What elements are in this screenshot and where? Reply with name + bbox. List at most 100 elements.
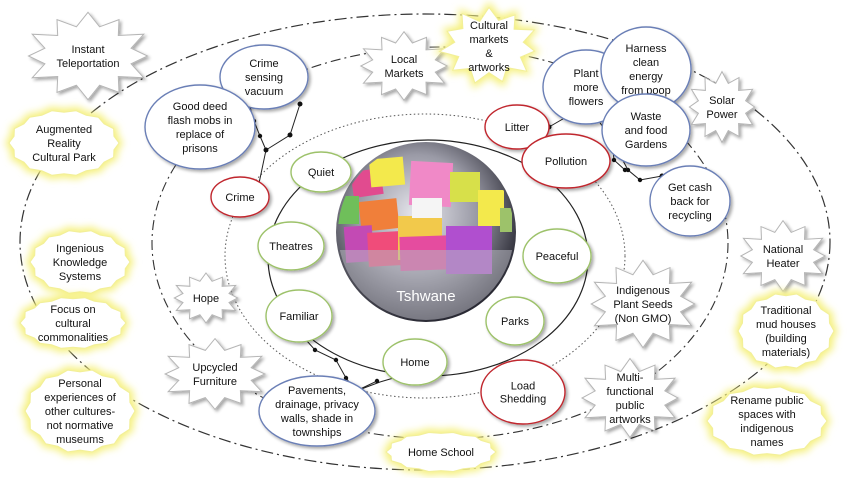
node-label-line: replace of <box>176 129 225 141</box>
node-label-line: Good deed <box>173 101 227 113</box>
node-outline <box>173 272 239 324</box>
node-outline <box>385 431 497 473</box>
node-label-line: experiences of <box>44 392 116 404</box>
node-label-line: Ingenious <box>56 243 104 255</box>
node-label-line: Gardens <box>625 139 668 151</box>
node-outline <box>737 293 835 369</box>
node-label-line: and food <box>625 125 668 137</box>
node-label-line: Peaceful <box>536 251 579 263</box>
node-label-line: Traditional <box>761 305 812 317</box>
node-label-line: Quiet <box>308 167 334 179</box>
node-label-line: flowers <box>569 96 604 108</box>
node-pollution: Pollution <box>521 133 611 189</box>
node-label-line: markets <box>469 34 509 46</box>
node-label-line: Heater <box>766 258 799 270</box>
node-outline <box>219 44 309 110</box>
node-label-line: Indigenous <box>616 285 670 297</box>
node-label-line: Plant Seeds <box>613 299 673 311</box>
node-outline <box>590 259 696 349</box>
node-label-line: from poop <box>621 85 671 97</box>
node-label-line: energy <box>629 71 663 83</box>
node-label-line: indigenous <box>740 423 794 435</box>
node-label-line: Personal <box>58 378 101 390</box>
node-label-line: not normative <box>47 420 114 432</box>
node-label-line: Local <box>391 54 417 66</box>
node-home-school: Home School <box>382 428 500 476</box>
node-outline <box>706 386 828 456</box>
node-flash-mobs: Good deed flash mobs in replace of prisons <box>144 84 256 170</box>
node-pavements: Pavements, drainage, privacy walls, shade … <box>258 375 376 447</box>
node-label-line: Home <box>400 357 429 369</box>
node-label-line: Cultural Park <box>32 152 96 164</box>
node-outline <box>290 151 352 193</box>
node-label-line: Hope <box>193 293 219 305</box>
node-label-line: Systems <box>59 271 102 283</box>
connector-pavements-home <box>355 376 398 392</box>
node-label-line: back for <box>670 196 709 208</box>
node-label-line: names <box>750 437 784 449</box>
node-label-line: recycling <box>668 210 711 222</box>
node-label-line: Pollution <box>545 156 587 168</box>
node-theatres: Theatres <box>257 221 325 271</box>
node-label-line: prisons <box>182 143 218 155</box>
node-label-line: Familiar <box>279 311 318 323</box>
node-label-line: Upcycled <box>192 362 237 374</box>
node-outline <box>265 289 333 343</box>
node-label-line: drainage, privacy <box>275 399 359 411</box>
node-outline <box>144 84 256 170</box>
node-outline <box>485 296 545 346</box>
node-label-line: clean <box>633 57 659 69</box>
tshwane-globe: Tshwane <box>336 142 516 322</box>
node-label-line: Teleportation <box>57 58 120 70</box>
node-outline <box>382 338 448 386</box>
node-label-line: Multi- <box>617 372 644 384</box>
node-label-line: sensing <box>245 72 283 84</box>
node-label-line: Crime <box>225 192 254 204</box>
node-label-line: Parks <box>501 316 530 328</box>
node-outline <box>257 221 325 271</box>
node-label-line: Solar <box>709 95 735 107</box>
node-label-line: Shedding <box>500 393 547 405</box>
node-label-line: artworks <box>468 62 510 74</box>
node-label-line: spaces with <box>738 409 795 421</box>
node-label-line: Load <box>511 380 535 392</box>
node-outline <box>19 297 127 349</box>
node-litter: Litter <box>484 104 550 150</box>
node-label-line: artworks <box>609 414 651 426</box>
node-quiet: Quiet <box>290 151 352 193</box>
node-outline <box>521 133 611 189</box>
node-outline <box>438 6 536 84</box>
node-outline <box>688 70 756 144</box>
node-outline <box>739 219 827 293</box>
node-crime: Crime <box>210 176 270 218</box>
node-label-line: cultural <box>55 318 90 330</box>
node-label-line: Focus on <box>50 304 95 316</box>
node-outline <box>480 359 566 425</box>
node-label-line: Pavements, <box>288 385 346 397</box>
node-label-line: flash mobs in <box>168 115 233 127</box>
node-label-line: more <box>573 82 598 94</box>
node-peaceful: Peaceful <box>522 228 592 284</box>
node-label-line: public <box>616 400 645 412</box>
node-outline <box>27 11 149 101</box>
node-outline <box>580 357 680 439</box>
node-label-line: & <box>485 48 493 60</box>
node-label-line: National <box>763 244 803 256</box>
node-label-line: walls, shade in <box>280 413 353 425</box>
node-label-line: Reality <box>47 138 81 150</box>
node-label-line: functional <box>606 386 653 398</box>
node-label-line: Home School <box>408 447 474 459</box>
node-label-line: Litter <box>505 122 530 134</box>
node-outline <box>484 104 550 150</box>
node-outline <box>649 165 731 237</box>
